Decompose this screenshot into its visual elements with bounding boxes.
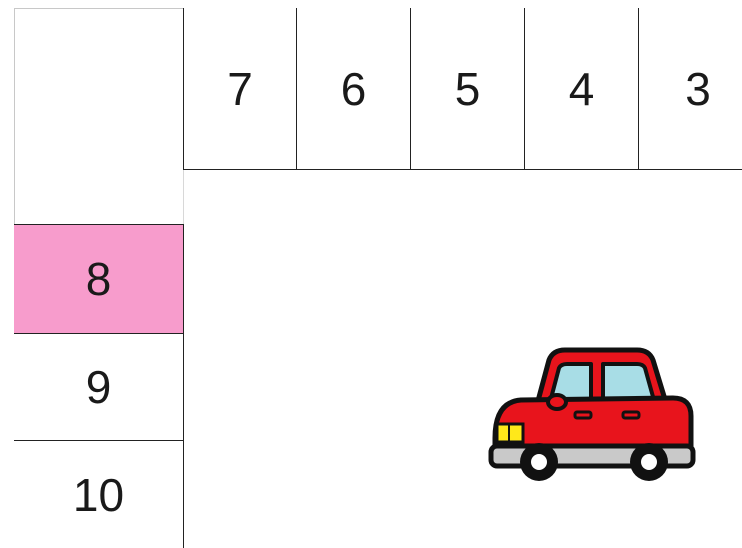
space-3: 3 [638, 8, 742, 170]
space-10: 10 [14, 440, 184, 548]
space-9: 9 [14, 333, 184, 441]
space-4: 4 [524, 8, 639, 170]
space-5: 5 [410, 8, 525, 170]
red-car-icon [487, 340, 697, 485]
space-7: 7 [183, 8, 297, 170]
space-6: 6 [296, 8, 411, 170]
top-row-spaces: 7 6 5 4 3 [183, 8, 742, 170]
left-column-spaces: 8 9 10 [14, 224, 184, 548]
space-8: 8 [14, 224, 184, 334]
frame-divider [183, 170, 184, 224]
